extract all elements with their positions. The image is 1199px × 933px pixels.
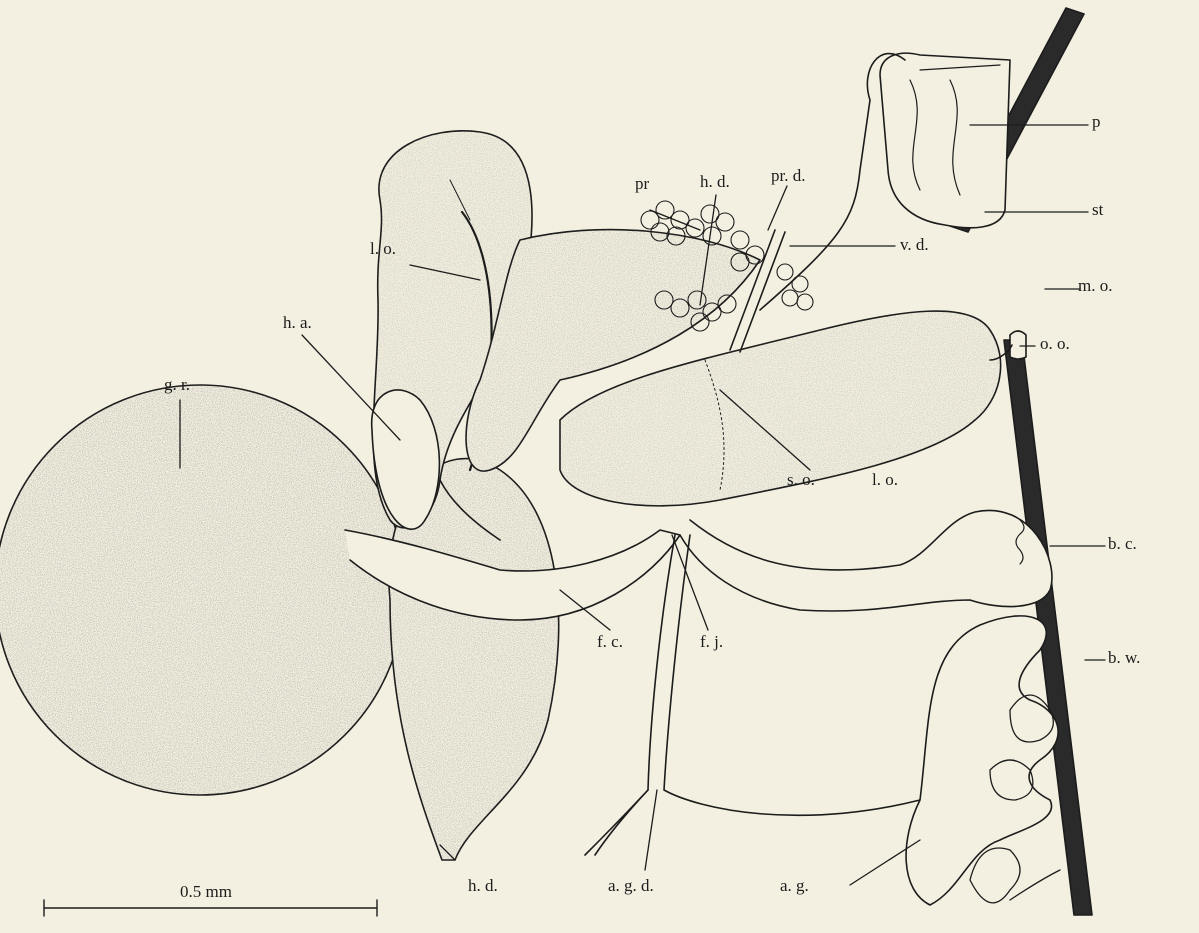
label-fc: f. c. — [597, 632, 623, 652]
albumen-gland — [906, 616, 1060, 905]
label-bc: b. c. — [1108, 534, 1137, 554]
bursa-duct — [680, 510, 1052, 611]
scale-bar-line — [44, 900, 377, 916]
genital-receptacle — [0, 385, 405, 795]
label-oo: o. o. — [1040, 334, 1070, 354]
label-vd: v. d. — [900, 235, 929, 255]
label-so: s. o. — [787, 470, 815, 490]
label-gr: g. r. — [164, 375, 190, 395]
scale-bar-label: 0.5 mm — [180, 882, 232, 902]
label-mo: m. o. — [1078, 276, 1112, 296]
label-p: p — [1092, 112, 1101, 132]
label-hd-top: h. d. — [700, 172, 730, 192]
label-st: st — [1092, 200, 1103, 220]
label-agd: a. g. d. — [608, 876, 654, 896]
label-prd: pr. d. — [771, 166, 805, 186]
label-hd-bottom: h. d. — [468, 876, 498, 896]
label-lo-right: l. o. — [872, 470, 898, 490]
label-lo-left: l. o. — [370, 239, 396, 259]
label-fj: f. j. — [700, 632, 723, 652]
label-ag: a. g. — [780, 876, 809, 896]
label-pr: pr — [635, 174, 649, 194]
label-bw: b. w. — [1108, 648, 1140, 668]
label-ha: h. a. — [283, 313, 312, 333]
